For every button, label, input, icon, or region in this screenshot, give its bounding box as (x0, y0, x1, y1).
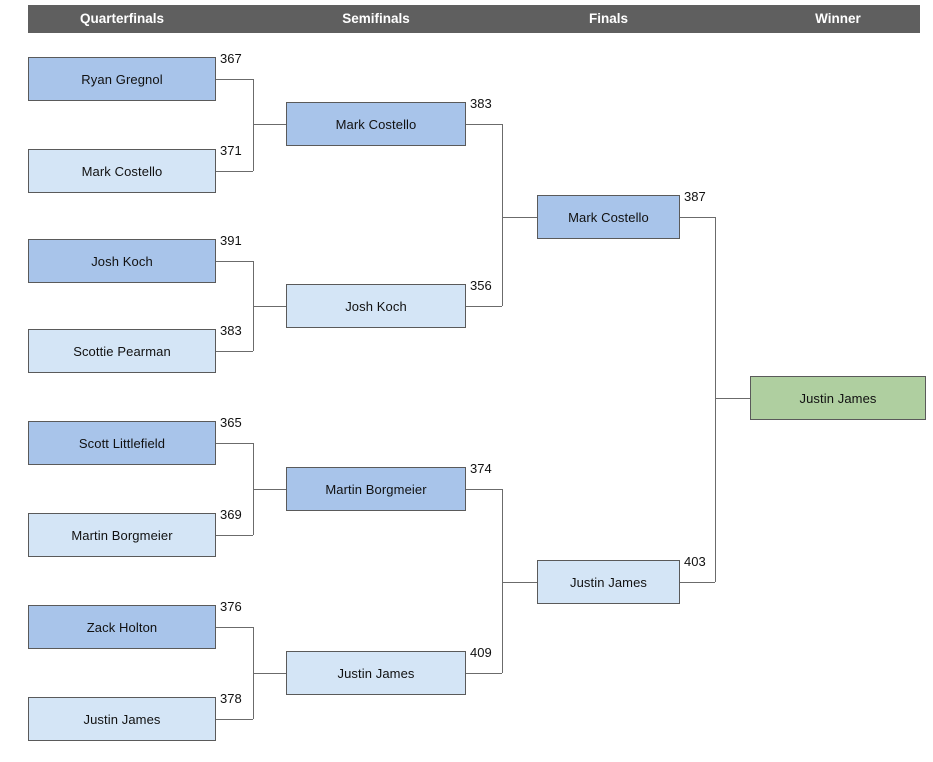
sf-match1-player1-score: 383 (470, 96, 492, 111)
connector-sf1-out-h (502, 217, 537, 218)
qf-match1-player1[interactable]: Ryan Gregnol (28, 57, 216, 101)
connector-qf4-bot-h (216, 719, 253, 720)
qf-match4-player1-score: 376 (220, 599, 242, 614)
sf-match2-player2-score: 409 (470, 645, 492, 660)
connector-sf2-out-h (502, 582, 537, 583)
qf-match1-player2[interactable]: Mark Costello (28, 149, 216, 193)
connector-qf3-out-h (253, 489, 286, 490)
qf-match3-player1-score: 365 (220, 415, 242, 430)
connector-qf1-bot-h (216, 171, 253, 172)
qf-match3-player2[interactable]: Martin Borgmeier (28, 513, 216, 557)
qf-match2-player2-score: 383 (220, 323, 242, 338)
connector-sf2-top-h (466, 489, 502, 490)
final-player2[interactable]: Justin James (537, 560, 680, 604)
connector-qf3-top-h (216, 443, 253, 444)
qf-match4-player2[interactable]: Justin James (28, 697, 216, 741)
qf-match2-player2[interactable]: Scottie Pearman (28, 329, 216, 373)
sf-match2-player1-score: 374 (470, 461, 492, 476)
connector-qf1-v (253, 79, 254, 171)
sf-match1-player1[interactable]: Mark Costello (286, 102, 466, 146)
connector-qf2-out-h (253, 306, 286, 307)
qf-match4-player1[interactable]: Zack Holton (28, 605, 216, 649)
connector-qf2-top-h (216, 261, 253, 262)
connector-sf1-top-h (466, 124, 502, 125)
connector-qf4-top-h (216, 627, 253, 628)
qf-match2-player1[interactable]: Josh Koch (28, 239, 216, 283)
connector-qf2-bot-h (216, 351, 253, 352)
connector-qf1-out-h (253, 124, 286, 125)
qf-match4-player2-score: 378 (220, 691, 242, 706)
connector-sf2-v (502, 489, 503, 673)
final-player1[interactable]: Mark Costello (537, 195, 680, 239)
qf-match3-player1[interactable]: Scott Littlefield (28, 421, 216, 465)
sf-match1-player2-score: 356 (470, 278, 492, 293)
sf-match1-player2[interactable]: Josh Koch (286, 284, 466, 328)
tournament-winner[interactable]: Justin James (750, 376, 926, 420)
sf-match2-player1[interactable]: Martin Borgmeier (286, 467, 466, 511)
connector-qf1-top-h (216, 79, 253, 80)
qf-match2-player1-score: 391 (220, 233, 242, 248)
final-player1-score: 387 (684, 189, 706, 204)
qf-match1-player2-score: 371 (220, 143, 242, 158)
qf-match3-player2-score: 369 (220, 507, 242, 522)
sf-match2-player2[interactable]: Justin James (286, 651, 466, 695)
connector-final-v (715, 217, 716, 582)
column-header-finals: Finals (588, 11, 628, 26)
bracket-header-bar: Quarterfinals Semifinals Finals Winner (28, 5, 920, 33)
column-header-semifinals: Semifinals (342, 11, 410, 26)
column-header-winner: Winner (815, 11, 861, 26)
connector-qf4-out-h (253, 673, 286, 674)
connector-qf3-bot-h (216, 535, 253, 536)
connector-final-bot-h (680, 582, 715, 583)
connector-sf1-bot-h (466, 306, 502, 307)
final-player2-score: 403 (684, 554, 706, 569)
column-header-quarterfinals: Quarterfinals (79, 11, 165, 26)
qf-match1-player1-score: 367 (220, 51, 242, 66)
connector-sf1-v (502, 124, 503, 306)
connector-final-top-h (680, 217, 715, 218)
connector-sf2-bot-h (466, 673, 502, 674)
connector-final-out-h (715, 398, 750, 399)
